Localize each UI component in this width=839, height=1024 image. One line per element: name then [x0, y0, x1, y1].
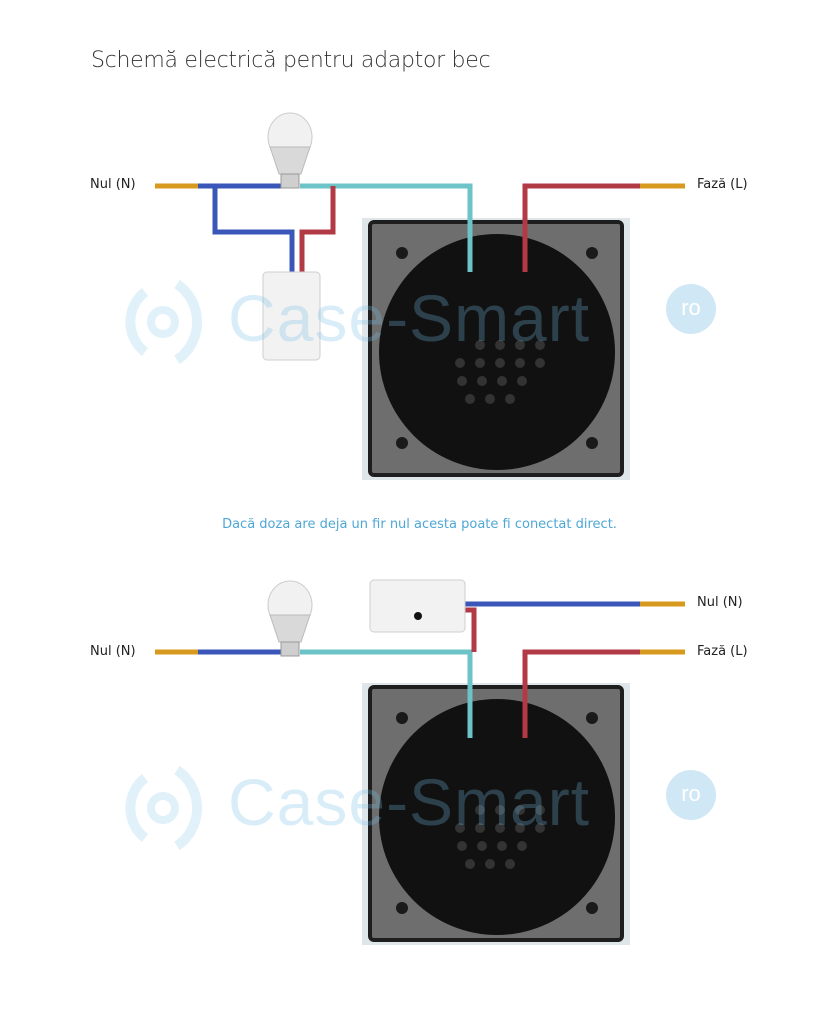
touch-switch-back	[362, 683, 630, 945]
switch-module	[379, 234, 615, 470]
diagram1-phase-label: Fază (L)	[697, 177, 748, 192]
adapter-button	[414, 612, 422, 620]
adapter-body	[369, 579, 466, 633]
bulb-adapter-module	[262, 271, 321, 361]
caption: Dacă doza are deja un fir nul acesta poa…	[222, 517, 617, 532]
speaker-hole	[535, 823, 545, 833]
speaker-hole	[465, 859, 475, 869]
light-bulb-icon	[267, 112, 313, 189]
watermark-arc	[174, 279, 203, 365]
speaker-hole	[495, 358, 505, 368]
speaker-hole	[455, 823, 465, 833]
watermark-badge: ro	[666, 284, 716, 334]
speaker-hole	[497, 841, 507, 851]
speaker-hole	[497, 376, 507, 386]
screw-hole	[396, 437, 408, 449]
speaker-hole	[505, 394, 515, 404]
watermark-logo	[125, 765, 203, 851]
adapter-wire	[465, 607, 477, 652]
phase-wire	[522, 183, 640, 272]
bulb-body	[269, 614, 311, 643]
diagram2-neutral-right-label: Nul (N)	[697, 595, 743, 610]
watermark-text: Case-Smart	[228, 281, 591, 355]
speaker-hole	[475, 823, 485, 833]
watermark-badge: ro	[666, 770, 716, 820]
screw-hole	[396, 902, 408, 914]
speaker-hole	[475, 805, 485, 815]
touch-switch-back	[362, 218, 630, 480]
speaker-hole	[457, 376, 467, 386]
watermark-arc	[125, 774, 149, 842]
bulb-base	[280, 173, 300, 189]
speaker-hole	[515, 805, 525, 815]
screw-hole	[396, 247, 408, 259]
phase-wire	[522, 649, 640, 738]
switch-module	[379, 699, 615, 935]
speaker-hole	[457, 841, 467, 851]
diagram2-neutral-left-label: Nul (N)	[90, 644, 136, 659]
speaker-hole	[517, 841, 527, 851]
speaker-hole	[515, 340, 525, 350]
speaker-hole	[485, 859, 495, 869]
speaker-hole	[505, 859, 515, 869]
bulb-base	[280, 641, 300, 657]
watermark-dot	[147, 306, 179, 338]
speaker-hole	[495, 823, 505, 833]
watermark-arc	[174, 765, 203, 851]
watermark-logo	[125, 279, 203, 365]
screw-hole	[586, 437, 598, 449]
neutral-branch-wire	[212, 186, 295, 272]
speaker-hole	[455, 358, 465, 368]
speaker-hole	[495, 340, 505, 350]
load-wire	[300, 649, 473, 738]
speaker-hole	[515, 358, 525, 368]
adapter-phase-wire	[299, 186, 336, 272]
watermark-arc	[125, 288, 149, 356]
speaker-hole	[475, 340, 485, 350]
speaker-hole	[485, 394, 495, 404]
screw-hole	[586, 247, 598, 259]
speaker-hole	[517, 376, 527, 386]
speaker-hole	[515, 823, 525, 833]
speaker-hole	[477, 841, 487, 851]
speaker-hole	[475, 358, 485, 368]
speaker-hole	[535, 340, 545, 350]
screw-hole	[396, 712, 408, 724]
speaker-hole	[495, 805, 505, 815]
diagram1-neutral-label: Nul (N)	[90, 177, 136, 192]
bulb-adapter-module	[369, 579, 466, 633]
screw-hole	[586, 712, 598, 724]
speaker-hole	[477, 376, 487, 386]
speaker-hole	[465, 394, 475, 404]
screw-hole	[586, 902, 598, 914]
watermark-text: Case-Smart	[228, 765, 591, 839]
speaker-hole	[535, 805, 545, 815]
load-wire	[300, 183, 473, 272]
bulb-body	[269, 146, 311, 175]
light-bulb-icon	[267, 580, 313, 657]
page-title: Schemă electrică pentru adaptor bec	[91, 48, 491, 73]
diagram2-phase-label: Fază (L)	[697, 644, 748, 659]
adapter-body	[262, 271, 321, 361]
speaker-hole	[535, 358, 545, 368]
watermark-dot	[147, 792, 179, 824]
